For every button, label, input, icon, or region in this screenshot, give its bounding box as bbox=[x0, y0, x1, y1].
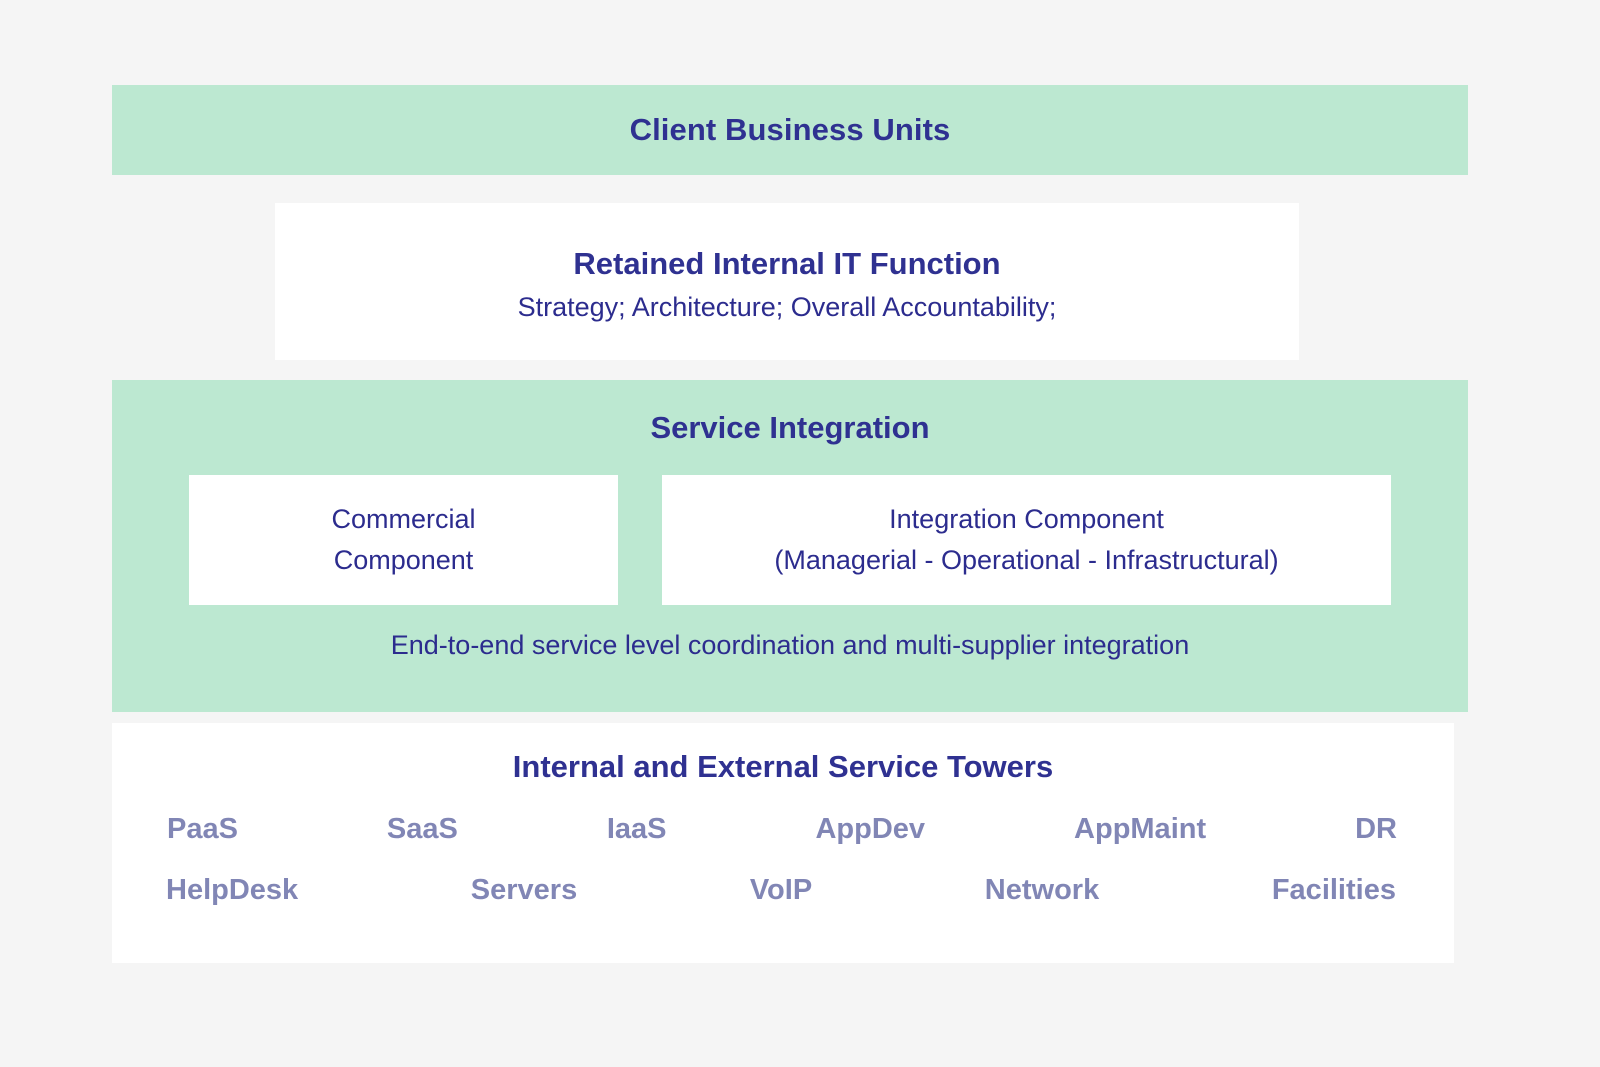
retained-it-subtitle: Strategy; Architecture; Overall Accounta… bbox=[517, 292, 1057, 322]
service-integration-caption: End-to-end service level coordination an… bbox=[390, 630, 1190, 660]
integration-component-line-1: Integration Component bbox=[889, 503, 1164, 534]
tower-label-helpdesk: HelpDesk bbox=[166, 874, 299, 906]
service-integration-title: Service Integration bbox=[650, 410, 930, 445]
layer-retained-internal-it: Retained Internal IT Function Strategy; … bbox=[275, 203, 1299, 360]
retained-it-title: Retained Internal IT Function bbox=[573, 246, 1001, 281]
commercial-component-line-2: Component bbox=[333, 545, 474, 575]
tower-label-appdev: AppDev bbox=[815, 813, 926, 845]
tower-label-iaas: IaaS bbox=[606, 813, 667, 845]
tower-label-servers: Servers bbox=[470, 874, 578, 906]
service-towers-title: Internal and External Service Towers bbox=[512, 749, 1054, 784]
client-business-units-title: Client Business Units bbox=[629, 112, 951, 147]
service-towers-row-1: PaaS SaaS IaaS AppDev AppMaint DR bbox=[165, 813, 1401, 846]
tower-label-paas: PaaS bbox=[167, 813, 238, 845]
layer-client-business-units: Client Business Units bbox=[112, 85, 1468, 175]
service-integration-card-group: Commercial Component Integration Compone… bbox=[112, 475, 1468, 605]
tower-label-network: Network bbox=[984, 874, 1100, 906]
service-towers-row-2: HelpDesk Servers VoIP Network Facilities bbox=[104, 874, 1462, 907]
tower-label-saas: SaaS bbox=[386, 813, 458, 845]
tower-label-facilities: Facilities bbox=[1271, 874, 1396, 906]
layer-service-integration: Service Integration Commercial Component… bbox=[112, 380, 1468, 712]
commercial-component-card: Commercial Component bbox=[189, 475, 618, 605]
tower-label-dr: DR bbox=[1355, 813, 1397, 845]
integration-component-card: Integration Component (Managerial - Oper… bbox=[662, 475, 1391, 605]
integration-component-line-2: (Managerial - Operational - Infrastructu… bbox=[774, 545, 1279, 575]
layer-service-towers: Internal and External Service Towers Paa… bbox=[112, 723, 1454, 963]
tower-label-voip: VoIP bbox=[749, 874, 813, 906]
commercial-component-line-1: Commercial bbox=[331, 503, 476, 534]
tower-label-appmaint: AppMaint bbox=[1074, 813, 1207, 845]
